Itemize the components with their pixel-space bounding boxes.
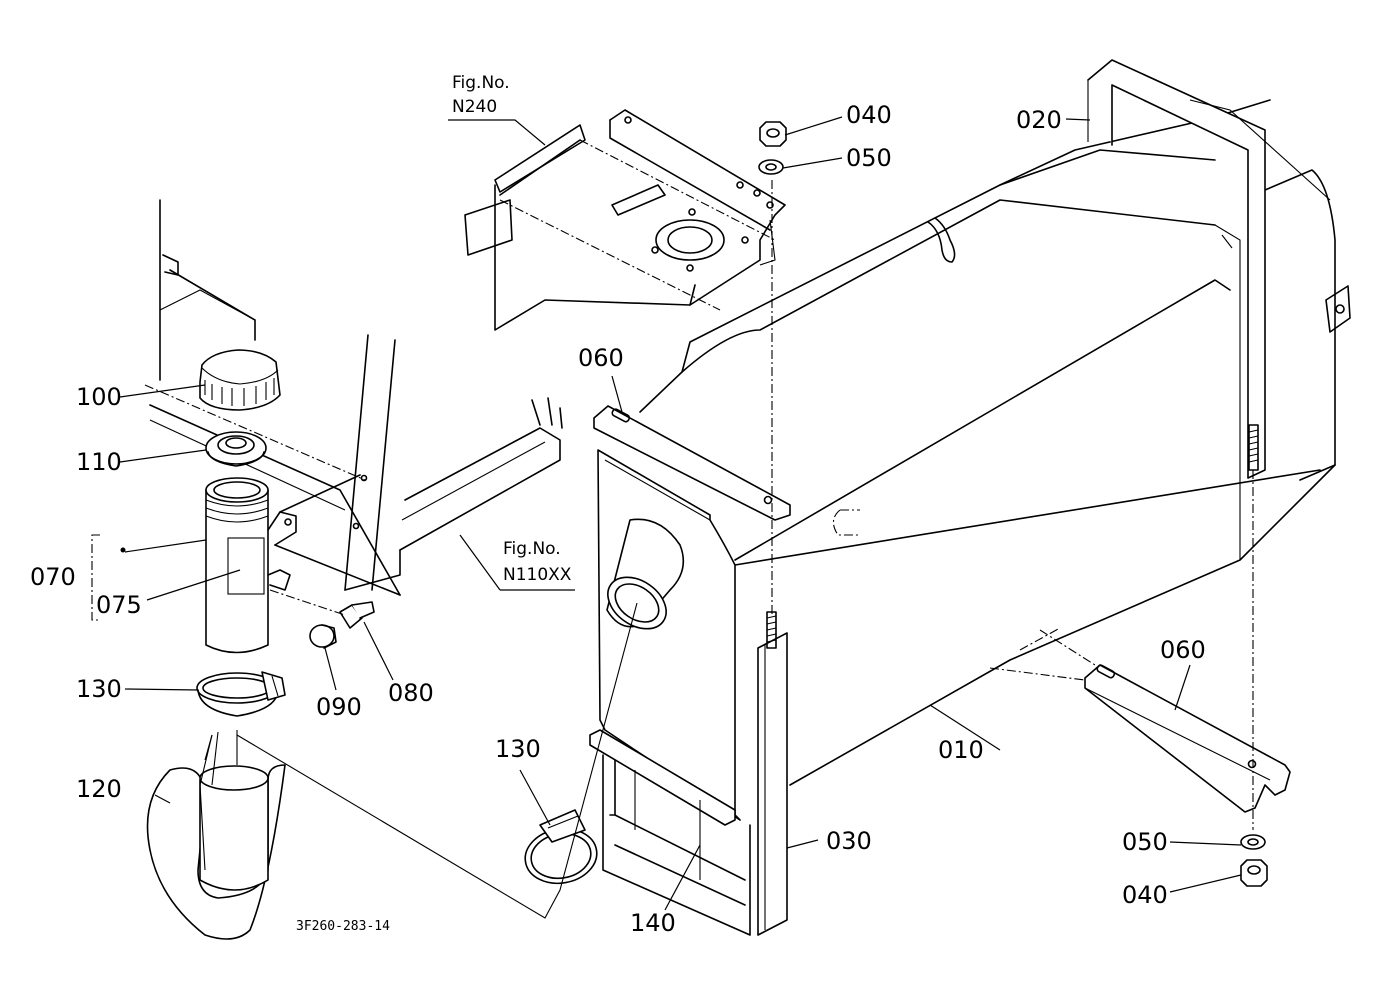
- frame-fig-n110xx: [144, 199, 563, 596]
- strap-030: [757, 611, 788, 936]
- nut-040-top: [759, 121, 787, 147]
- callout-050-top: 050: [846, 144, 892, 172]
- strap-060-bottom: [989, 629, 1291, 813]
- group-bracket-070: [91, 534, 100, 621]
- washer-050-top: [758, 159, 784, 175]
- callout-130-right: 130: [495, 735, 541, 763]
- callout-075: 075: [96, 591, 142, 619]
- cap-090: [309, 624, 337, 649]
- callout-060-top: 060: [578, 344, 624, 372]
- tank-body: [639, 99, 1351, 786]
- bracket-fig-n240: [464, 109, 786, 331]
- callout-070: 070: [30, 563, 76, 591]
- callout-060-bottom: 060: [1160, 636, 1206, 664]
- callout-130-left: 130: [76, 675, 122, 703]
- callout-040-top: 040: [846, 101, 892, 129]
- callout-090: 090: [316, 693, 362, 721]
- tube-075: [205, 474, 401, 654]
- callout-110: 110: [76, 448, 122, 476]
- clamp-130-left: [196, 671, 286, 717]
- leader-lines: [119, 116, 1242, 911]
- callout-080: 080: [388, 679, 434, 707]
- hose-120: [146, 731, 286, 940]
- clamp-130-right: [524, 809, 598, 885]
- bracket-140: [589, 729, 751, 936]
- callout-030: 030: [826, 827, 872, 855]
- callout-010: 010: [938, 736, 984, 764]
- tank-end-panel: [597, 449, 741, 821]
- seal-110: [205, 431, 267, 467]
- ref-n240-line1: Fig.No.: [452, 73, 510, 93]
- callout-100: 100: [76, 383, 122, 411]
- ref-n110xx-line1: Fig.No.: [503, 539, 561, 559]
- cap-100: [199, 349, 281, 411]
- callout-050-bottom: 050: [1122, 828, 1168, 856]
- nut-040-bottom: [1240, 859, 1268, 887]
- callout-020: 020: [1016, 106, 1062, 134]
- ref-n240-line2: N240: [452, 97, 497, 117]
- washer-050-bottom: [1240, 834, 1266, 850]
- assembly-line-a: [204, 734, 213, 761]
- bolt-080: [269, 589, 375, 629]
- callout-040-bottom: 040: [1122, 881, 1168, 909]
- group-dot-070: [120, 547, 126, 553]
- assembly-line-hose: [236, 602, 638, 919]
- strap-060-top: [593, 405, 791, 521]
- callout-120: 120: [76, 775, 122, 803]
- drawing-code: 3F260-283-14: [296, 919, 390, 934]
- ref-n110xx-line2: N110XX: [503, 565, 572, 585]
- callout-140: 140: [630, 909, 676, 937]
- band-020: [1087, 59, 1331, 479]
